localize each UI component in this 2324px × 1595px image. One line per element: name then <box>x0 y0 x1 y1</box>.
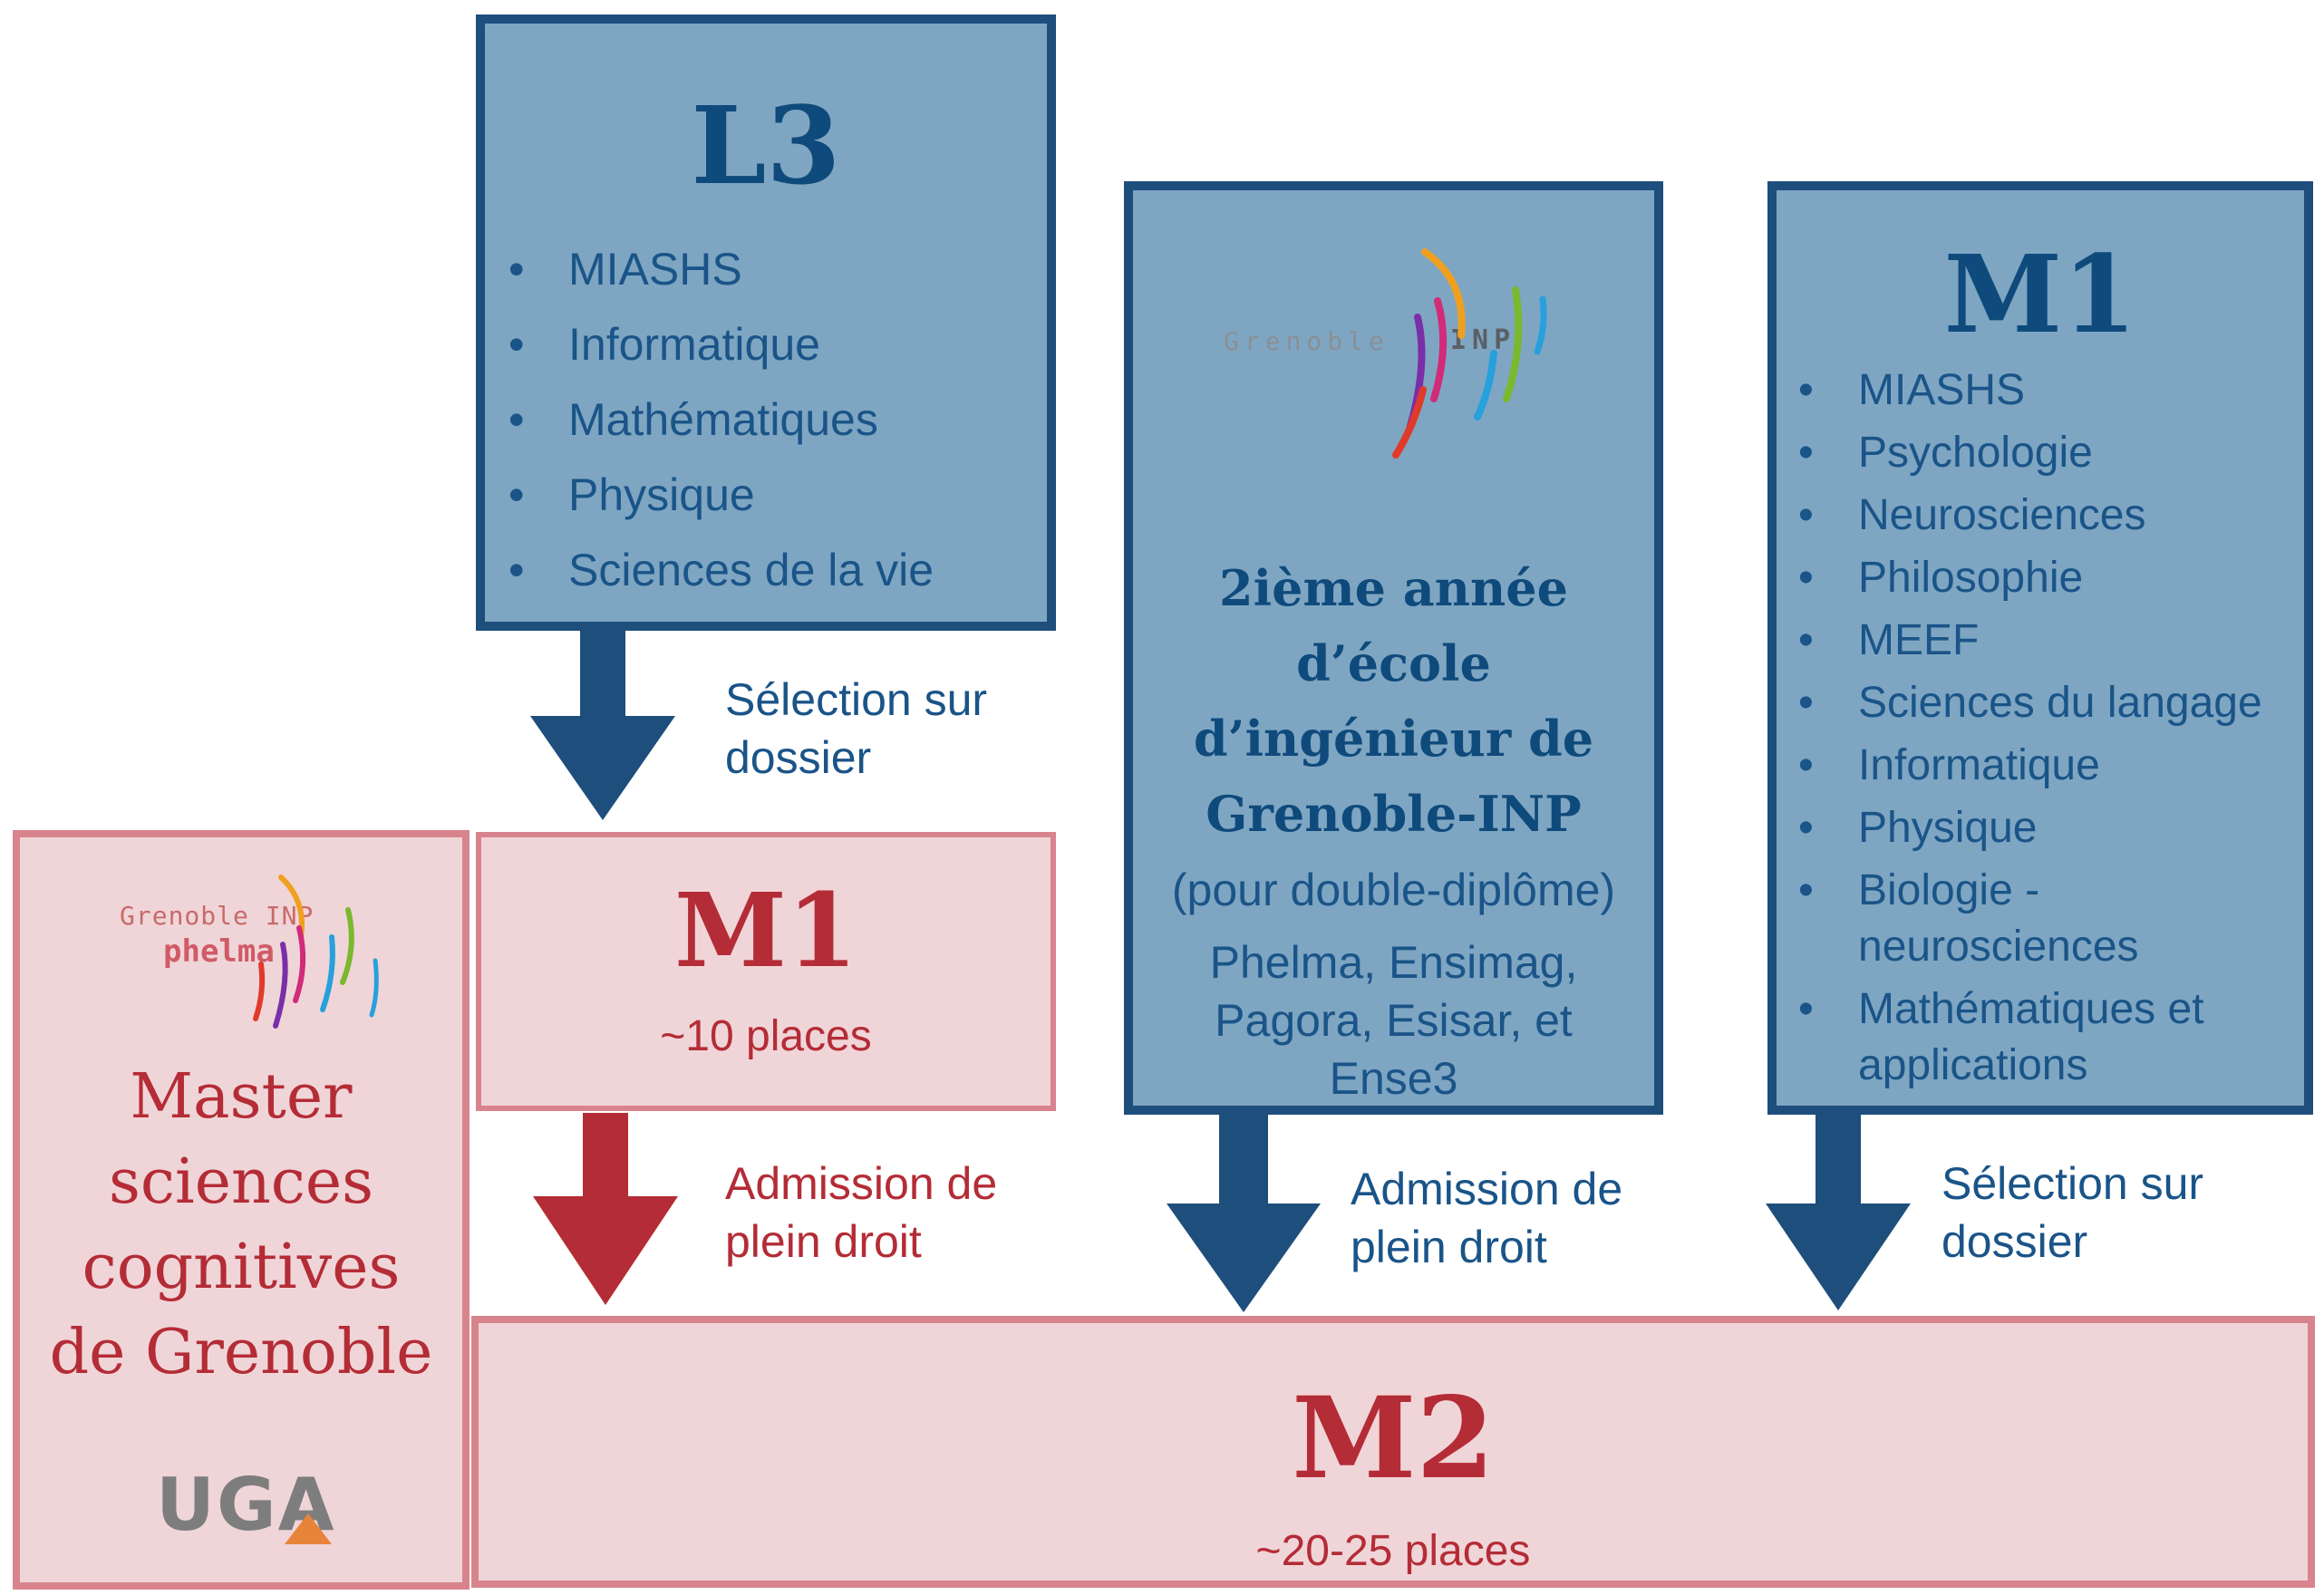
inp-schools: Phelma, Ensimag, Pagora, Esisar, et Ense… <box>1133 933 1654 1107</box>
master-title-line-2: sciences <box>109 1146 373 1218</box>
inp-schools-line-1: Phelma, Ensimag, <box>1209 937 1578 988</box>
l3-item-sciences-vie: Sciences de la vie <box>508 533 934 608</box>
caption-m1-to-m2: Admission de plein droit <box>725 1158 998 1267</box>
m1-center-title: M1 <box>674 872 857 991</box>
inp-title-line-2: d’école <box>1296 634 1491 692</box>
m1-right-item-biologie: Biologie - neurosciences <box>1798 863 2139 975</box>
l3-item-physique: Physique <box>508 458 934 533</box>
m1-right-item-physique: Physique <box>1798 800 2286 856</box>
m1-right-item-philosophie: Philosophie <box>1798 550 2286 606</box>
master-title-line-1: Master <box>130 1061 353 1133</box>
caption-m1r-to-m2: Sélection sur dossier <box>1942 1158 2204 1267</box>
caption-inp-to-m2: Admission de plein droit <box>1351 1164 1623 1272</box>
phelma-logo: Grenoble INP phelma <box>120 874 410 1037</box>
m1-right-item-meef: MEEF <box>1798 613 2286 669</box>
phelma-logo-line-1: Grenoble INP <box>120 901 315 931</box>
m1-right-box: M1 MIASHS Psychologie Neurosciences Phil… <box>1767 181 2313 1115</box>
phelma-logo-arcs-icon <box>253 875 379 1029</box>
inp-box: Grenoble INP 2ième année d’école d’ingén… <box>1124 181 1663 1115</box>
inp-title-line-3: d’ingénieur de <box>1193 710 1594 768</box>
m1-right-item-informatique: Informatique <box>1798 738 2286 794</box>
arrow-inp-to-m2-icon <box>1167 1113 1321 1312</box>
master-title-line-4: de Grenoble <box>49 1317 433 1388</box>
uga-logo-triangle-icon <box>285 1513 332 1544</box>
grenoble-inp-logo-arcs-icon <box>1392 248 1547 459</box>
inp-subtitle: (pour double-diplôme) <box>1171 865 1616 915</box>
m1-right-list: MIASHS Psychologie Neurosciences Philoso… <box>1798 362 2286 1094</box>
inp-title-line-4: Grenoble-INP <box>1206 785 1582 843</box>
l3-box: L3 MIASHS Informatique Mathématiques Phy… <box>476 14 1056 631</box>
m1-right-item-sciences-langage: Sciences du langage <box>1798 675 2286 731</box>
master-box: Grenoble INP phelma Master sciences cogn… <box>13 830 470 1590</box>
m1-center-box: M1 ~10 places <box>476 832 1056 1111</box>
m1-right-item-neurosciences: Neurosciences <box>1798 488 2286 544</box>
phelma-logo-line-2: phelma <box>163 933 275 970</box>
arrow-l3-to-m1-icon <box>530 625 675 820</box>
master-title: Master sciences cognitives de Grenoble <box>20 1055 462 1396</box>
m1-right-item-miashs: MIASHS <box>1798 362 2286 419</box>
m1-right-item-psychologie: Psychologie <box>1798 425 2286 481</box>
grenoble-inp-logo: Grenoble INP <box>1224 245 1568 462</box>
m1-right-item-mathematiques: Mathématiques et applications <box>1798 981 2257 1094</box>
m2-places: ~20-25 places <box>1255 1527 1531 1575</box>
l3-title: L3 <box>691 82 841 208</box>
l3-item-informatique: Informatique <box>508 307 934 382</box>
m2-title: M2 <box>1292 1373 1495 1504</box>
m2-box: M2 ~20-25 places <box>471 1316 2315 1588</box>
arrow-m1r-to-m2-icon <box>1766 1113 1911 1310</box>
inp-title: 2ième année d’école d’ingénieur de Greno… <box>1133 551 1654 852</box>
uga-logo: UGA <box>156 1463 355 1547</box>
grenoble-inp-logo-text: Grenoble <box>1224 326 1390 356</box>
caption-l3-to-m1: Sélection sur dossier <box>725 674 988 783</box>
m1-center-places: ~10 places <box>660 1012 872 1060</box>
m1-right-title: M1 <box>1943 231 2137 357</box>
arrow-m1-to-m2-icon <box>533 1113 678 1305</box>
l3-item-mathematiques: Mathématiques <box>508 382 934 458</box>
l3-list: MIASHS Informatique Mathématiques Physiq… <box>508 232 934 608</box>
inp-schools-line-3: Ense3 <box>1329 1053 1458 1104</box>
inp-schools-line-2: Pagora, Esisar, et <box>1215 995 1573 1046</box>
inp-title-line-1: 2ième année <box>1219 559 1568 617</box>
master-title-line-3: cognitives <box>82 1232 401 1303</box>
l3-item-miashs: MIASHS <box>508 232 934 307</box>
